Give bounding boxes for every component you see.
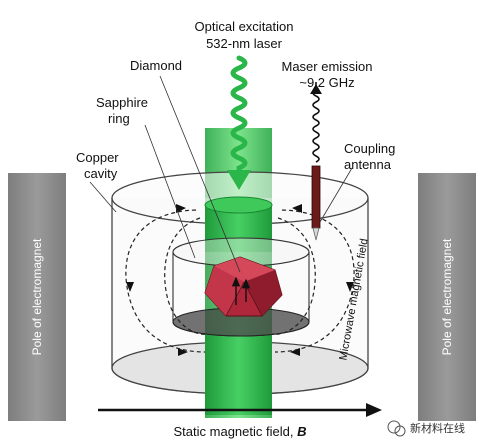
static-field-text: Static magnetic field, [174, 424, 298, 439]
optical-excitation-label: Optical excitation [195, 19, 294, 34]
copper-label-line2: cavity [84, 166, 118, 181]
pole-right-label: Pole of electromagnet [440, 238, 454, 355]
maser-emission-label: Maser emission [281, 59, 372, 74]
sapphire-label-line2: ring [108, 111, 130, 126]
diamond-crystal [204, 256, 283, 317]
maser-emission-arrow [310, 82, 322, 163]
laser-wave-arrow [227, 55, 251, 190]
static-field-label: Static magnetic field, B [174, 424, 307, 439]
coupling-antenna [311, 165, 321, 241]
laser-wavelength-label: 532-nm laser [206, 36, 283, 51]
leader-lines [89, 75, 353, 273]
diamond-label: Diamond [130, 58, 182, 73]
pole-left-label: Pole of electromagnet [30, 238, 44, 355]
left-pole: Pole of electromagnet [8, 173, 66, 421]
field-arrowheads [126, 204, 354, 356]
field-symbol: B [297, 424, 306, 439]
sapphire-label-line1: Sapphire [96, 95, 148, 110]
copper-label-line1: Copper [76, 150, 119, 165]
watermark-text: 新材料在线 [410, 421, 465, 435]
coupling-label-line1: Coupling [344, 141, 395, 156]
watermark: 新材料在线 [387, 420, 465, 437]
microwave-field-lines [125, 209, 355, 353]
static-field-arrow [98, 403, 382, 417]
coupling-label-line2: antenna [344, 157, 392, 172]
right-pole: Pole of electromagnet [418, 173, 476, 421]
maser-frequency-label: ~9.2 GHz [299, 75, 354, 90]
